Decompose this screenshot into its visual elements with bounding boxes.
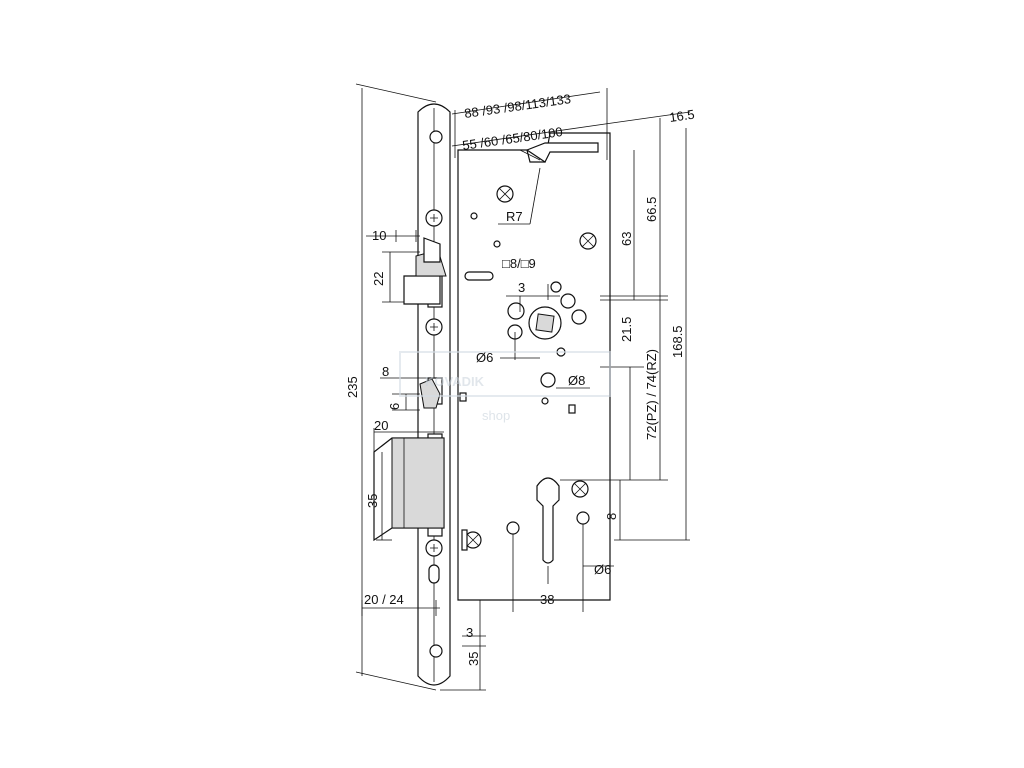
dim-aux-latch-width: 8 (382, 364, 389, 379)
case-screw (571, 480, 589, 498)
faceplate-screw (425, 539, 443, 557)
watermark-sub: shop (482, 408, 510, 423)
dim-spindle-offset: 3 (518, 280, 525, 295)
dim-square-spindle: □8/□9 (502, 256, 536, 271)
dim-centre-distance: 72(PZ) / 74(RZ) (644, 349, 659, 440)
dim-backset-range: 88 /93 /98/113/133 (463, 91, 572, 121)
dim-cylinder-width: 38 (540, 592, 554, 607)
dimension-lines (355, 83, 691, 691)
watermark-brand: KOVADIK (425, 374, 485, 389)
case-screw (579, 232, 597, 250)
dim-cylinder-to-bottom: 8 (604, 513, 619, 520)
dim-latch-height: 22 (371, 272, 386, 286)
case-screw (496, 185, 514, 203)
latch-bolt (403, 237, 447, 305)
dim-handle-to-top: 63 (619, 232, 634, 246)
dim-total-height-case: 168.5 (670, 325, 685, 358)
dim-deadbolt-height: 35 (365, 494, 380, 508)
dim-plate-width: 20 / 24 (364, 592, 404, 607)
dim-radius: R7 (506, 209, 523, 224)
dim-aux-latch-height: 6 (387, 403, 402, 410)
dim-cylinder-hole: Ø6 (594, 562, 611, 577)
dim-faceplate-depth: 16.5 (668, 107, 695, 125)
deadbolt (373, 437, 445, 542)
dim-latch-width: 10 (372, 228, 386, 243)
dim-deadbolt-projection: 20 (374, 418, 388, 433)
dim-plate-height: 235 (345, 376, 360, 398)
dim-lever-distance: 66.5 (644, 197, 659, 222)
dim-handle-to-aux: 21.5 (619, 317, 634, 342)
dim-hole-d8: Ø8 (568, 373, 585, 388)
dim-plate-offset: 3 (466, 625, 473, 640)
auxiliary-latch (419, 378, 441, 409)
dim-bottom-distance: 35 (466, 652, 481, 666)
faceplate-screw (425, 209, 443, 227)
watermark: KOVADIK shop (399, 351, 611, 423)
faceplate-screw (425, 318, 443, 336)
dim-hole-d6: Ø6 (476, 350, 493, 365)
